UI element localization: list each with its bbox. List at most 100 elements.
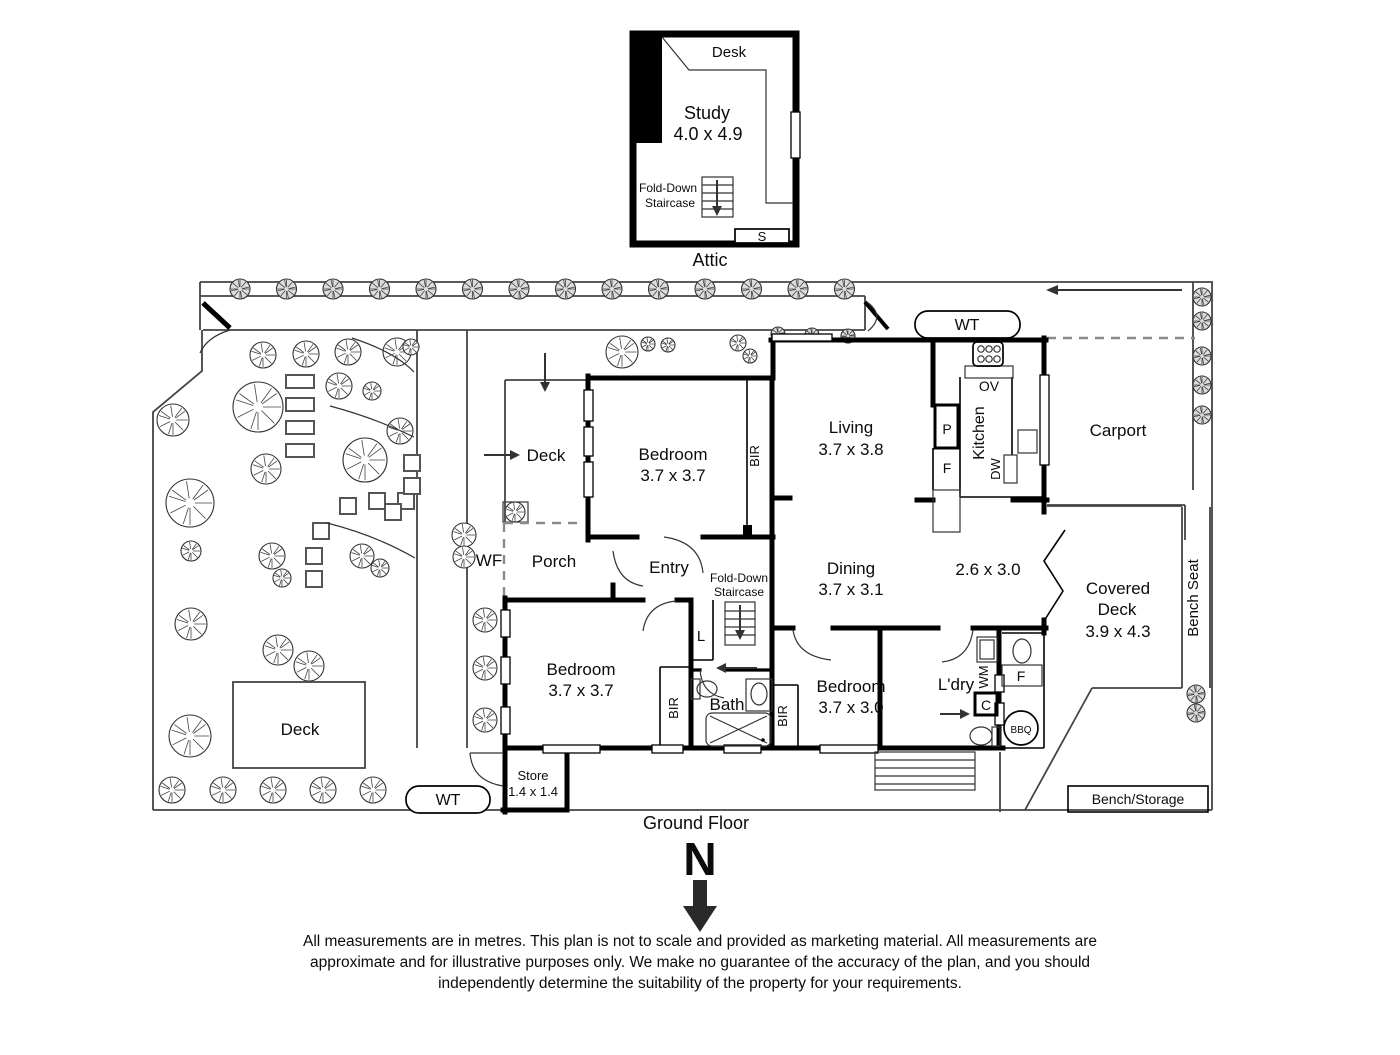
garden-deck-outline [232,681,366,769]
bath-toilet [696,680,718,698]
oven-box [964,365,1014,379]
dishwasher-box [1003,454,1018,484]
attic-plan: Desk Study 4.0 x 4.9 Fold-Down Staircase… [629,30,801,270]
attic-room-label: Study [684,103,730,123]
store-walls [500,745,570,815]
porch-open-lines [502,521,582,598]
disclaimer-line-1: All measurements are in metres. This pla… [303,933,1097,950]
garden [156,278,1212,814]
kitchen-sink [1017,429,1038,454]
store-door [469,752,504,787]
bbq-label: BBQ [1010,725,1031,736]
attic-desk-label: Desk [712,44,747,61]
stepping-stones [285,374,421,588]
living-dims: 3.7 x 3.8 [818,440,883,459]
water-tank-top-label: WT [955,317,980,334]
bedroom1-dims: 3.7 x 3.7 [640,466,705,485]
attic-stair-label-1: Fold-Down [639,181,697,195]
garden-paths [326,337,416,559]
kitchen-cupboard [932,489,961,533]
bench-seat-lines [1181,507,1211,688]
deck-house-label: Deck [527,446,566,465]
washing-machine-label: WM [976,665,991,688]
bath-label: Bath [710,695,745,714]
cupboard-label: C [981,697,991,713]
north-arrow: N [683,833,717,932]
bir2-label: BIR [666,697,681,719]
washing-machine [976,636,998,663]
bir3-label: BIR [775,705,790,727]
garden-trees [156,278,1212,804]
attic-solid-mass [636,37,662,143]
bbq-circle [1003,710,1039,746]
fridge-box [1001,664,1043,687]
oven-label: OV [979,378,1000,394]
attic-staircase-icon [701,176,734,218]
ground-labels: Bedroom 3.7 x 3.7 Living 3.7 x 3.8 Dinin… [281,317,1202,833]
steps [874,751,976,791]
ground-staircase-icon [724,601,756,646]
fridge-label: F [1017,668,1026,684]
bench-storage-label: Bench/Storage [1092,791,1185,807]
bir1-return-wall [743,525,752,537]
attic-ceiling-line [661,36,793,204]
ground-stair-label-1: Fold-Down [710,571,768,585]
laundry-label: L'dry [938,675,975,694]
carport-label: Carport [1090,421,1147,440]
dining-label: Dining [827,559,875,578]
pantry-box [933,403,960,450]
covered-deck-dims: 3.9 x 4.3 [1085,622,1150,641]
door-arcs [612,536,974,699]
kitchen-f-label: F [943,460,952,476]
dishwasher-label: DW [988,457,1003,479]
covered-deck-label-2: Deck [1098,600,1137,619]
attic-cupboard-label: S [758,229,767,244]
bedroom2-label: Bedroom [547,660,616,679]
store-label: Store [517,768,548,783]
attic-cupboard-box [734,228,790,244]
dining-dims: 3.7 x 3.1 [818,580,883,599]
water-tank-bottom [405,785,491,814]
living-label: Living [829,418,873,437]
laundry-toilet [969,726,993,746]
linen-label: L [697,628,705,645]
porch-label: Porch [532,552,576,571]
bedroom2-dims: 3.7 x 3.7 [548,681,613,700]
ground-stair-label-2: Staircase [714,585,764,599]
bathtub [705,712,772,747]
attic-room-dims: 4.0 x 4.9 [673,124,742,144]
wf-label: WF [476,551,502,570]
water-tank-bottom-label: WT [436,792,461,809]
ground-floor-title: Ground Floor [643,813,749,833]
bedroom3-dims: 3.7 x 3.0 [818,698,883,717]
disclaimer-line-3: independently determine the suitability … [438,975,962,992]
attic-window [790,111,801,159]
deck-opening-zigzag [1043,529,1066,622]
fixtures [690,341,1211,813]
attic-stair-label-2: Staircase [645,196,695,210]
trough [1012,638,1032,664]
pantry-label: P [942,421,951,437]
attic-title: Attic [692,250,727,270]
bath-vanity [745,678,773,712]
disclaimer: All measurements are in metres. This pla… [303,933,1097,992]
bench-storage-box [1067,785,1209,813]
flow-arrows [484,285,1182,719]
house-walls [469,335,1050,815]
covered-deck-label-1: Covered [1086,579,1150,598]
disclaimer-line-2: approximate and for illustrative purpose… [310,954,1090,971]
bench-seat-label: Bench Seat [1185,558,1202,636]
kitchen-label: Kitchen [971,406,988,459]
north-label: N [683,833,716,885]
meals-dims: 2.6 x 3.0 [955,560,1020,579]
bir1-label: BIR [747,445,762,467]
left-gate [201,301,232,330]
cooktop-icon [972,341,1004,367]
deck-garden-label: Deck [281,720,320,739]
bedroom1-label: Bedroom [639,445,708,464]
water-feature-box [502,501,529,523]
entry-label: Entry [649,558,689,577]
laundry-cupboard [973,691,999,717]
